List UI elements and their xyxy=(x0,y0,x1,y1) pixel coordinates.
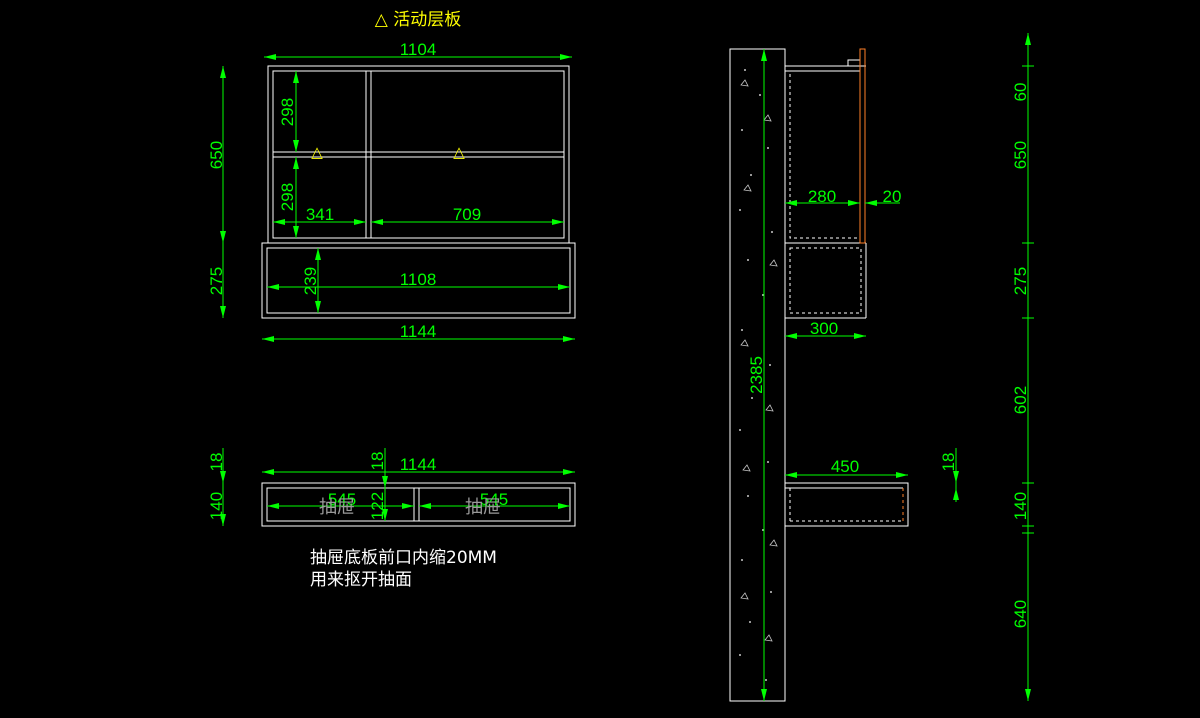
plan-view-dimensions xyxy=(220,448,575,526)
concrete-hatch xyxy=(739,69,773,681)
dim-lower-depth: 300 xyxy=(810,319,838,338)
dim-plan-overall-width: 1144 xyxy=(400,455,437,474)
front-view xyxy=(261,65,576,319)
dim-drawer-inner-width: 1108 xyxy=(400,270,437,289)
dim-upper-depth: 280 xyxy=(808,187,836,206)
dim-shelf-height-lower: 298 xyxy=(278,183,297,211)
upper-cabinet-inner xyxy=(272,70,565,239)
dim-drawer-depth: 122 xyxy=(368,492,387,520)
side-view-dimensions xyxy=(761,49,959,701)
wall-shelf xyxy=(784,482,909,527)
movable-shelf-marker: △ xyxy=(311,143,323,161)
dim-chain-segment: 650 xyxy=(1011,141,1030,169)
dim-plan-center-thickness: 18 xyxy=(368,452,387,471)
front-view-dimensions xyxy=(220,54,575,342)
dim-chain-segment: 60 xyxy=(1011,83,1030,102)
door-panel-edge xyxy=(859,48,866,244)
right-drawer-label: 抽屉 xyxy=(465,497,501,518)
drawer-note-line-1: 抽屉底板前口内缩20MM xyxy=(310,548,497,568)
dim-drawer-inner-height: 239 xyxy=(301,267,320,295)
plan-view xyxy=(261,482,576,527)
dim-chain-segment: 640 xyxy=(1011,600,1030,628)
dim-chain-segment: 275 xyxy=(1011,267,1030,295)
dim-plan-board-thickness: 18 xyxy=(207,453,226,472)
dim-chain-segment: 140 xyxy=(1011,492,1030,520)
dim-overall-width-top: 1104 xyxy=(400,40,437,59)
dim-cabinet-height: 650 xyxy=(207,141,226,169)
movable-shelf-marker: △ xyxy=(453,143,465,161)
concrete-wall xyxy=(729,48,786,702)
dim-left-drawer-width: 545 xyxy=(328,490,356,509)
dim-chain-segment: 602 xyxy=(1011,386,1030,414)
dim-door-thickness: 20 xyxy=(883,187,902,206)
left-drawer-label: 抽屉 xyxy=(319,497,355,518)
drawer-note-line-2: 用来抠开抽面 xyxy=(310,570,412,590)
drawer-plan-frame xyxy=(261,482,576,527)
dim-left-bay-width: 341 xyxy=(306,205,334,224)
dim-plan-height: 140 xyxy=(207,492,226,520)
vertical-dimension-chain xyxy=(1022,33,1034,701)
drawer-note: 抽屉底板前口内缩20MM 用来抠开抽面 xyxy=(310,547,497,591)
dim-right-bay-width: 709 xyxy=(453,205,481,224)
dim-shelf-height-upper: 298 xyxy=(278,98,297,126)
drawer-cabinet xyxy=(261,242,576,319)
dim-base-width: 1144 xyxy=(400,322,437,341)
dim-shelf-depth: 450 xyxy=(831,457,859,476)
dim-drawer-box-height: 275 xyxy=(207,267,226,295)
dim-right-drawer-width: 545 xyxy=(480,490,508,509)
side-view xyxy=(729,48,909,702)
drawing-title: △ 活动层板 xyxy=(375,10,461,30)
dim-shelf-thickness: 18 xyxy=(939,453,958,472)
dim-wall-height: 2385 xyxy=(747,356,766,394)
